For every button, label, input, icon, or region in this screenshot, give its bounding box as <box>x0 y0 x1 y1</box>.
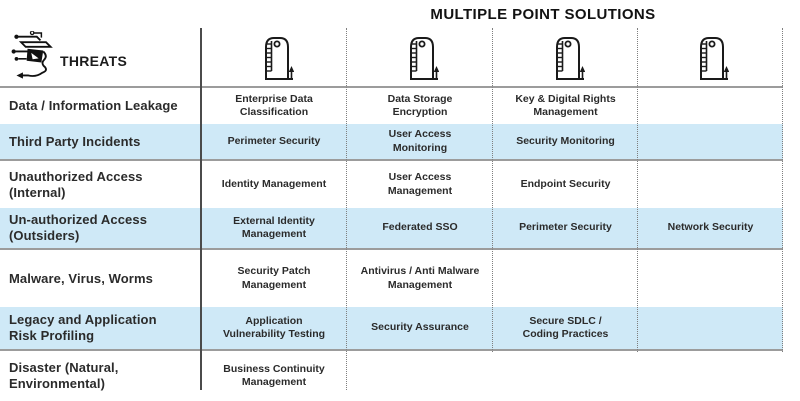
solution-cell: Security Assurance <box>371 321 469 334</box>
solution-cell: Federated SSO <box>382 221 458 234</box>
solution-cell: Secure SDLC / Coding Practices <box>522 314 609 341</box>
solution-cell: External Identity Management <box>233 214 315 241</box>
silo-tower-icon <box>695 33 729 83</box>
solution-cell: Endpoint Security <box>520 177 611 190</box>
threat-label: Un-authorized Access (Outsiders) <box>9 212 148 243</box>
solution-cell: Security Monitoring <box>516 134 615 147</box>
threat-rows: Data / Information Leakage Enterprise Da… <box>0 88 783 401</box>
silo-tower-icon <box>260 33 294 83</box>
solution-cell: Key & Digital Rights Management <box>515 92 616 119</box>
solution-cell: Business Continuity Management <box>223 362 325 389</box>
table-row: Unauthorized Access (Internal) Identity … <box>0 161 783 208</box>
table-row: Data / Information Leakage Enterprise Da… <box>0 88 783 124</box>
threat-label: Data / Information Leakage <box>9 98 178 113</box>
solution-cell: Perimeter Security <box>227 134 321 147</box>
threat-actor-icon <box>10 31 58 83</box>
table-row: Malware, Virus, Worms Security Patch Man… <box>0 250 783 307</box>
silo-tower-icon <box>551 33 585 83</box>
solution-cell: Application Vulnerability Testing <box>222 314 326 341</box>
threat-label: Disaster (Natural, Environmental) <box>9 360 119 391</box>
table-row: Legacy and Application Risk Profiling Ap… <box>0 307 783 351</box>
solution-cell: User Access Management <box>387 171 453 197</box>
solution-cell: Identity Management <box>221 177 327 190</box>
solution-cell: Network Security <box>667 221 754 234</box>
threat-label: Legacy and Application Risk Profiling <box>9 312 157 343</box>
table-row: Un-authorized Access (Outsiders) Externa… <box>0 208 783 250</box>
solution-cell: Security Patch Management <box>237 265 311 291</box>
column-divider-dotted <box>346 28 347 390</box>
threat-label: Malware, Virus, Worms <box>9 270 153 286</box>
silo-tower-icon <box>405 33 439 83</box>
solution-cell: Antivirus / Anti Malware Management <box>360 265 480 291</box>
column-divider-dotted <box>492 28 493 352</box>
threat-label: Unauthorized Access (Internal) <box>9 168 143 200</box>
solution-cell: Data Storage Encryption <box>387 92 453 119</box>
table-row: Disaster (Natural, Environmental) Busine… <box>0 351 783 401</box>
threat-label: Third Party Incidents <box>9 133 141 149</box>
table-row: Third Party Incidents Perimeter Security… <box>0 124 783 161</box>
threats-header-label: THREATS <box>60 53 128 69</box>
column-divider-dotted <box>782 28 783 352</box>
solution-cell: Enterprise Data Classification <box>235 92 313 119</box>
column-divider-dotted <box>637 28 638 352</box>
solution-cell: User Access Monitoring <box>388 128 452 154</box>
table-header: THREATS <box>0 0 783 88</box>
threats-column-divider <box>200 28 202 390</box>
page-title: MULTIPLE POINT SOLUTIONS <box>430 6 656 23</box>
solution-cell: Perimeter Security <box>519 221 612 234</box>
